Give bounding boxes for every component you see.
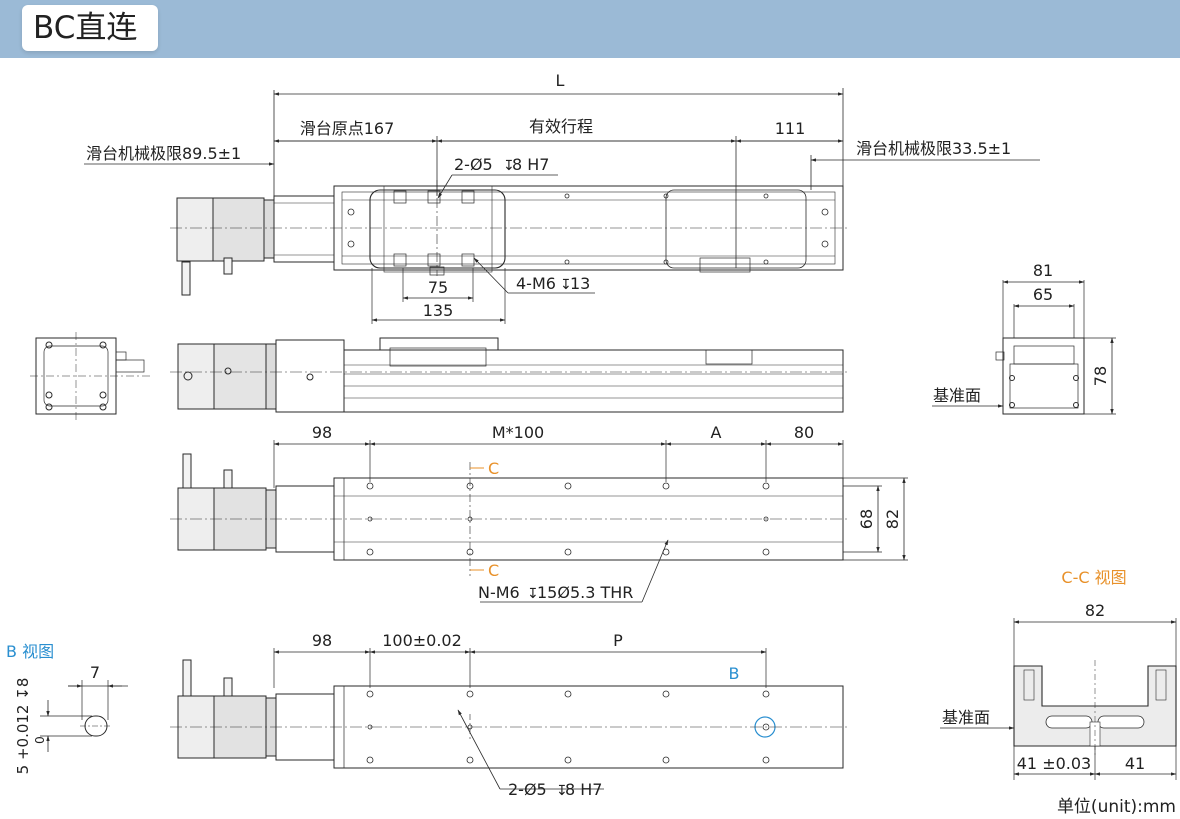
base-view bbox=[170, 648, 850, 790]
dim-81-label: 81 bbox=[1033, 261, 1053, 280]
right-end-view bbox=[932, 280, 1116, 415]
b-view bbox=[40, 680, 128, 752]
depth-symbol-icon: ↧ bbox=[556, 783, 568, 799]
base-pins-depth-label: 8 H7 bbox=[565, 780, 602, 799]
pitch-m100-label: M*100 bbox=[492, 423, 544, 442]
dim-75-label: 75 bbox=[428, 278, 448, 297]
effective-stroke-label: 有效行程 bbox=[529, 117, 593, 136]
header-bar bbox=[0, 0, 1180, 58]
bottom-holes-depth-label: 15Ø5.3 THR bbox=[537, 583, 633, 602]
dim-l-label: L bbox=[556, 71, 565, 90]
mech-limit-left-label: 滑台机械极限89.5±1 bbox=[86, 144, 241, 163]
cc-dim-41-label: 41 bbox=[1125, 754, 1145, 773]
dim-65-label: 65 bbox=[1033, 285, 1053, 304]
dim-68-label: 68 bbox=[857, 509, 876, 529]
dim-98-label: 98 bbox=[312, 423, 332, 442]
dim-p-label: P bbox=[613, 631, 623, 650]
side-view bbox=[170, 337, 850, 413]
detail-b-marker: B bbox=[729, 664, 740, 683]
cc-dim-82-label: 82 bbox=[1085, 601, 1105, 620]
base-dim-98-label: 98 bbox=[312, 631, 332, 650]
b-tolerance-zero-label: 0 bbox=[33, 736, 47, 744]
b-dim-7-label: 7 bbox=[90, 663, 100, 682]
bottom-holes-label: N-M6 bbox=[478, 583, 520, 602]
dim-a-label: A bbox=[711, 423, 722, 442]
slider-origin-label: 滑台原点167 bbox=[300, 119, 395, 138]
pin-holes-label: 2-Ø5 bbox=[454, 155, 493, 174]
b-view-title: B 视图 bbox=[6, 642, 54, 661]
b-tolerance-label: 5 +0.012 ↧8 bbox=[14, 678, 32, 775]
left-end-view bbox=[30, 332, 150, 420]
mech-limit-right-label: 滑台机械极限33.5±1 bbox=[856, 139, 1011, 158]
dim-111-label: 111 bbox=[775, 119, 806, 138]
section-c-lower-label: C bbox=[488, 561, 499, 580]
bottom-view bbox=[170, 440, 908, 603]
cc-dim-41-tol-label: 41 ±0.03 bbox=[1017, 754, 1091, 773]
c-c-view-title: C-C 视图 bbox=[1061, 568, 1126, 587]
depth-symbol-icon: ↧ bbox=[560, 277, 572, 293]
dim-82-label: 82 bbox=[883, 509, 902, 529]
top-view bbox=[84, 88, 1040, 324]
page-title: BC直连 bbox=[33, 10, 138, 46]
depth-symbol-icon: ↧ bbox=[527, 586, 539, 602]
tapped-holes-depth-label: 13 bbox=[570, 274, 590, 293]
base-pitch-label: 100±0.02 bbox=[382, 631, 462, 650]
datum-face-label: 基准面 bbox=[933, 386, 981, 405]
dim-80-label: 80 bbox=[794, 423, 814, 442]
base-pins-label: 2-Ø5 bbox=[508, 780, 547, 799]
tapped-holes-label: 4-M6 bbox=[516, 274, 556, 293]
dim-135-label: 135 bbox=[423, 301, 454, 320]
pin-holes-depth-label: 8 H7 bbox=[512, 155, 549, 174]
section-c-upper-label: C bbox=[488, 459, 499, 478]
dim-78-label: 78 bbox=[1091, 366, 1110, 386]
title-tab bbox=[22, 5, 158, 51]
unit-note: 单位(unit):mm bbox=[1057, 797, 1176, 817]
c-c-view bbox=[940, 618, 1177, 780]
cc-datum-face-label: 基准面 bbox=[942, 708, 990, 727]
depth-symbol-icon: ↧ bbox=[503, 158, 515, 174]
